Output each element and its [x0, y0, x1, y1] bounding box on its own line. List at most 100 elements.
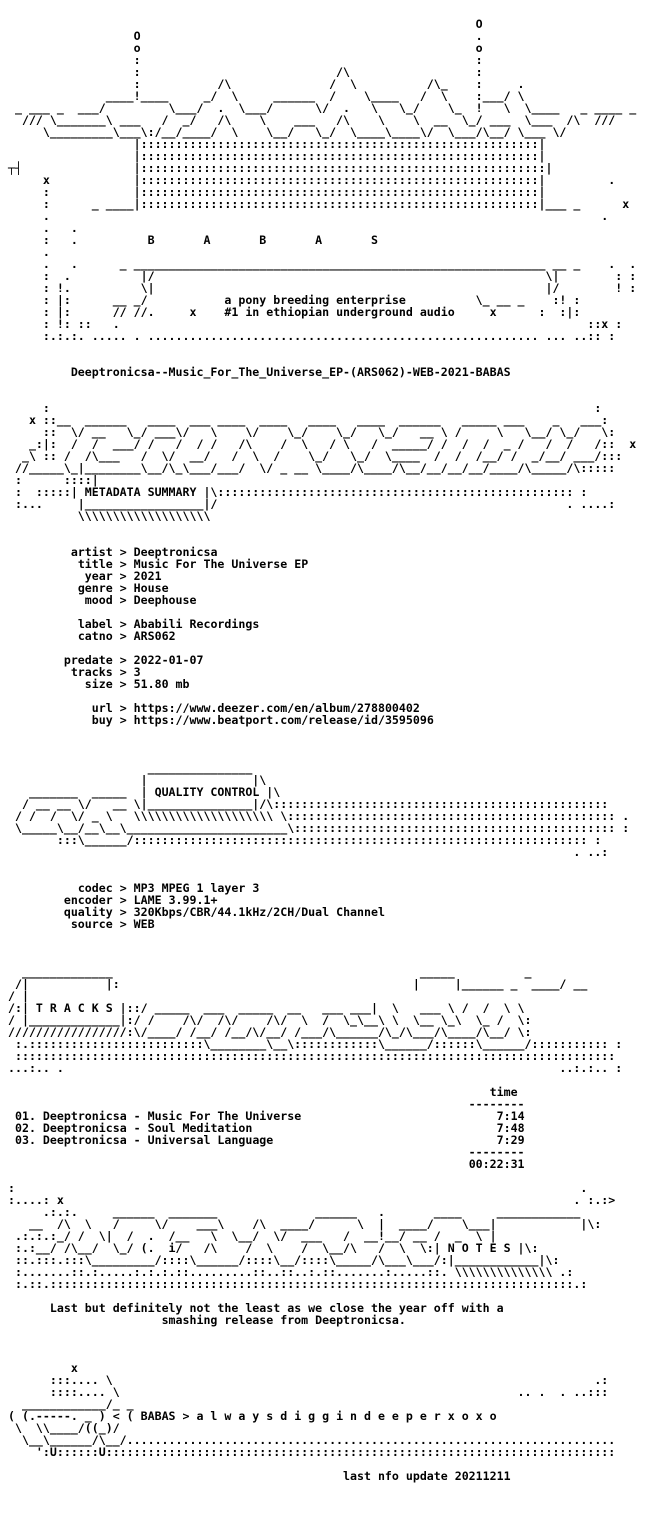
- track-time: 7:14: [496, 1109, 525, 1123]
- footer-art-bottom: \ \\____/((_)/ \__\______/\__/..........…: [14, 1421, 616, 1459]
- meta-value: Ababili Recordings: [133, 617, 260, 631]
- track-row-3: 03. Deeptronicsa - Universal Language 7:…: [8, 1134, 640, 1146]
- meta-value: House: [133, 581, 169, 595]
- meta-key: label: [77, 617, 113, 631]
- header-frame-art: . . . _ ________________________________…: [42, 245, 637, 295]
- notes-text-line-1: Last but definitely not the least as we …: [49, 1301, 504, 1315]
- qc-row-quality: quality > 320Kbps/CBR/44.1kHz/2CH/Dual C…: [63, 905, 385, 919]
- meta-key: year: [84, 569, 113, 583]
- tracklist-time-header: time: [8, 1086, 640, 1098]
- meta-row-predate: predate > 2022-01-07: [63, 653, 204, 667]
- qc-value: MP3 MPEG 1 layer 3: [133, 881, 260, 895]
- quality-banner-top-art: _______________ | |\: [140, 761, 267, 787]
- metadata-list: artist > Deeptronicsa title > Music For …: [8, 546, 640, 726]
- meta-row-title: title > Music For The Universe EP: [77, 557, 309, 571]
- meta-value: 2022-01-07: [133, 653, 204, 667]
- track-row-1: 01. Deeptronicsa - Music For The Univers…: [8, 1110, 640, 1122]
- tracklist-total-line: 00:22:31: [8, 1158, 640, 1170]
- section-metadata-title: METADATA SUMMARY: [84, 485, 197, 499]
- meta-key: catno: [77, 629, 113, 643]
- meta-value: 2021: [133, 569, 162, 583]
- qc-row-encoder: encoder > LAME 3.99.1+: [63, 893, 218, 907]
- qc-value: 320Kbps/CBR/44.1kHz/2CH/Dual Channel: [133, 905, 385, 919]
- track-title: Deeptronicsa - Universal Language: [42, 1133, 274, 1147]
- footer-signature-line: ( (.-----. _ ) < ( BABAS > a l w a y s d…: [8, 1409, 497, 1423]
- meta-row-buy: buy > https://www.beatport.com/release/i…: [91, 713, 434, 727]
- metadata-banner-bottom-art: :... |_________________|/ . ....: \\\\\\…: [14, 497, 616, 523]
- section-tracks-title: T R A C K S: [35, 1001, 113, 1015]
- footer-update-line: last nfo update 20211211: [8, 1470, 640, 1482]
- metadata-title-line: : :::::| METADATA SUMMARY |\::::::::::::…: [8, 485, 588, 499]
- meta-key: size: [84, 677, 113, 691]
- section-notes-title: N O T E S: [447, 1241, 511, 1255]
- track-number: 01.: [14, 1109, 36, 1123]
- total-time: 00:22:31: [468, 1157, 525, 1171]
- meta-value: ARS062: [133, 629, 176, 643]
- notes-text-line-2: smashing release from Deeptronicsa.: [161, 1313, 406, 1327]
- header-group-line: : . B A B A S: [8, 233, 378, 247]
- notes-line-1: Last but definitely not the least as we …: [8, 1302, 640, 1314]
- qc-key: codec: [77, 881, 113, 895]
- qc-row-source: source > WEB: [70, 917, 155, 931]
- meta-key: mood: [84, 593, 113, 607]
- time-header: time: [489, 1085, 518, 1099]
- meta-row-url: url > https://www.deezer.com/en/album/27…: [91, 701, 420, 715]
- meta-row-mood: mood > Deephouse: [84, 593, 197, 607]
- group-letters: B A B A S: [147, 233, 378, 247]
- meta-row-catno: catno > ARS062: [77, 629, 176, 643]
- meta-buy-link[interactable]: https://www.beatport.com/release/id/3595…: [133, 713, 434, 727]
- tracklist-rule-bottom: --------: [8, 1145, 525, 1159]
- track-number: 03.: [14, 1133, 36, 1147]
- header-tagline-2-line: : |: // //. x #1 in ethiopian undergroun…: [8, 305, 623, 343]
- header-tagline-1-line: : |: __ _/ a pony breeding enterprise \_…: [8, 293, 581, 307]
- meta-row-genre: genre > House: [77, 581, 169, 595]
- qc-key: encoder: [63, 893, 113, 907]
- header-tagline-1: a pony breeding enterprise: [224, 293, 406, 307]
- quality-list: codec > MP3 MPEG 1 layer 3 encoder > LAM…: [8, 882, 640, 930]
- meta-key: predate: [63, 653, 113, 667]
- quality-title-line: _______ _____ | QUALITY CONTROL |\: [8, 785, 281, 799]
- meta-key: title: [77, 557, 113, 571]
- track-title: Deeptronicsa - Soul Meditation: [42, 1121, 253, 1135]
- track-title: Deeptronicsa - Music For The Universe: [42, 1109, 302, 1123]
- meta-url-link[interactable]: https://www.deezer.com/en/album/27880040…: [133, 701, 420, 715]
- meta-row-year: year > 2021: [84, 569, 162, 583]
- metadata-banner-art: : : x ::__ ______ ____ ___ ____ ____ ___…: [14, 401, 637, 487]
- qc-row-codec: codec > MP3 MPEG 1 layer 3: [77, 881, 260, 895]
- meta-row-label: label > Ababili Recordings: [77, 617, 260, 631]
- qc-value: WEB: [133, 917, 155, 931]
- notes-banner-art: : . :....: x . :.:> .:.:. ______ _____: [8, 1181, 616, 1243]
- header-logo-art: O O . o o :: [8, 17, 637, 235]
- meta-key: url: [91, 701, 113, 715]
- meta-key: genre: [77, 581, 113, 595]
- meta-row-size: size > 51.80 mb: [84, 677, 190, 691]
- track-number: 02.: [14, 1121, 36, 1135]
- last-update: last nfo update 20211211: [343, 1469, 511, 1483]
- notes-line-2: smashing release from Deeptronicsa.: [8, 1314, 640, 1326]
- release-name-line: Deeptronicsa--Music_For_The_Universe_EP-…: [8, 366, 640, 378]
- meta-value: 51.80 mb: [133, 677, 190, 691]
- track-time: 7:29: [496, 1133, 525, 1147]
- nfo-document: O O . o o :: [8, 6, 640, 1482]
- meta-value: Music For The Universe EP: [133, 557, 309, 571]
- notes-banner-bottom-art: ::.:::.:::\_________/::::\______/::::\__…: [14, 1253, 588, 1291]
- meta-row-tracks: tracks > 3: [70, 665, 141, 679]
- footer-signature: ( BABAS > a l w a y s d i g g i n d e e …: [126, 1409, 497, 1423]
- header-tagline-2: #1 in ethiopian underground audio: [224, 305, 455, 319]
- meta-key: tracks: [70, 665, 113, 679]
- meta-row-artist: artist > Deeptronicsa: [70, 545, 218, 559]
- section-quality-title: QUALITY CONTROL: [154, 785, 260, 799]
- notes-text: Last but definitely not the least as we …: [8, 1302, 640, 1326]
- meta-key: buy: [91, 713, 113, 727]
- tracks-title-line: /:| T R A C K S |::/ _____ ___ _____ __ …: [8, 1001, 525, 1015]
- tracks-banner-top-art: _____________ _____ _ /| |: | |______ _ …: [8, 965, 588, 1003]
- footer-art-top: x :::.... \ .: ::::.... \ .. . . ..::: _…: [21, 1361, 609, 1411]
- meta-key: artist: [70, 545, 113, 559]
- qc-value: LAME 3.99.1+: [133, 893, 218, 907]
- tracklist-rule-top: --------: [8, 1097, 525, 1111]
- tracklist: time -------- 01. Deeptronicsa - Music F…: [8, 1086, 640, 1170]
- meta-value: Deeptronicsa: [133, 545, 218, 559]
- quality-banner-art: / __ __ \/ __ \|_______________|/\::::::…: [14, 797, 630, 859]
- qc-key: quality: [63, 905, 113, 919]
- notes-title-line: :.:__/ /\__/ \_/ (. i/ /\ / \ / \__/\ / …: [8, 1241, 539, 1255]
